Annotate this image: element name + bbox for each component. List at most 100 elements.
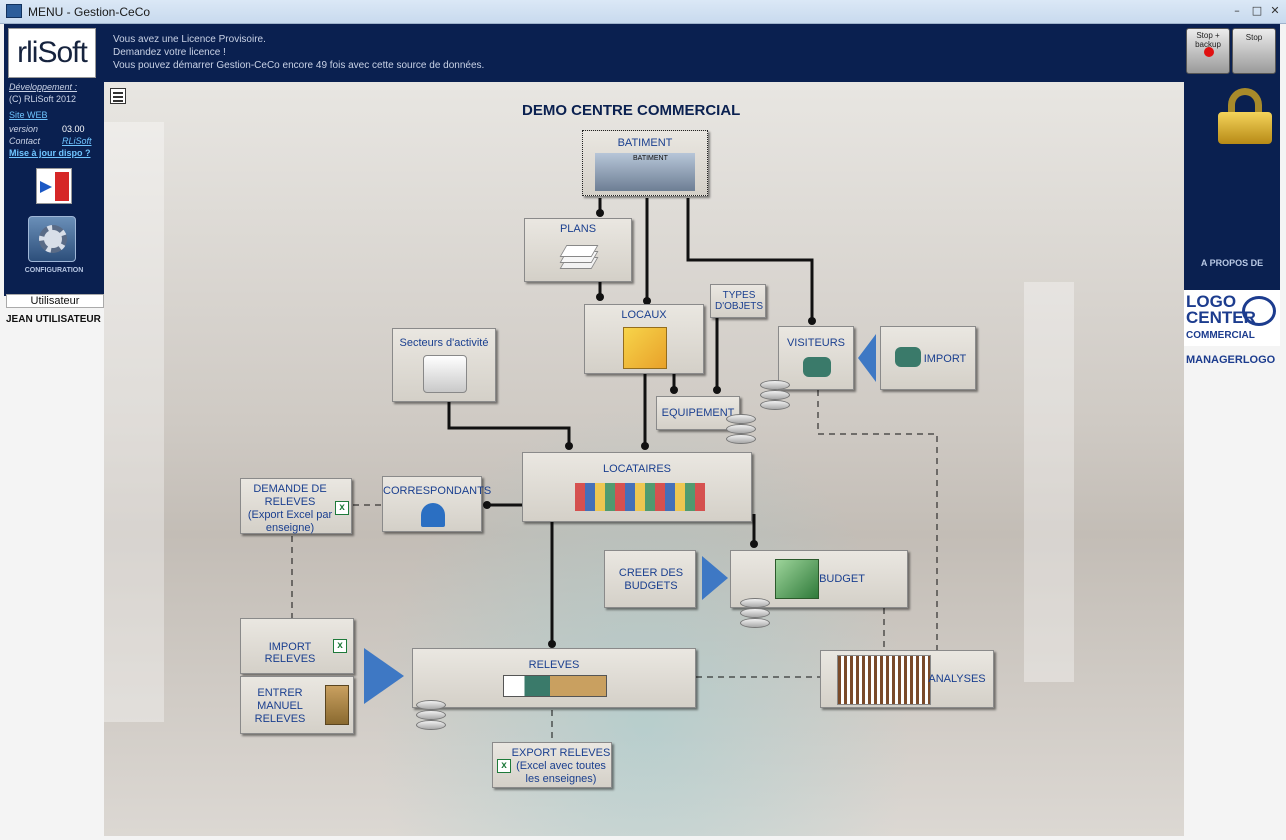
export-releves-button[interactable]: x EXPORT RELEVES (Excel avec toutes les … <box>492 742 612 788</box>
people-icon <box>895 347 921 367</box>
stop-dot-icon <box>1204 47 1214 57</box>
main-diagram: DEMO CENTRE COMMERCIAL <box>104 82 1184 836</box>
version-value: 03.00 <box>62 124 85 134</box>
configuration-icon[interactable] <box>28 216 76 262</box>
releves-label: RELEVES <box>528 659 580 671</box>
batiment-label: BATIMENT <box>617 137 673 149</box>
version-label: version <box>9 124 39 134</box>
user-name: JEAN UTILISATEUR <box>6 314 101 325</box>
dev-label: Développement : <box>9 82 78 92</box>
locaux-label: LOCAUX <box>621 309 667 321</box>
types-objets-label: TYPES D'OBJETS <box>714 290 764 312</box>
window-title: MENU - Gestion-CeCo <box>28 5 151 19</box>
locaux-button[interactable]: LOCAUX <box>584 304 704 374</box>
person-icon <box>421 503 445 527</box>
logo-ring <box>1242 296 1276 326</box>
stop-backup-label: Stop + backup <box>1195 31 1221 49</box>
analyses-button[interactable]: ANALYSES <box>820 650 994 708</box>
contact-label: Contact <box>9 136 41 146</box>
import-visiteurs-button[interactable]: IMPORT <box>880 326 976 390</box>
apropos-label[interactable]: A PROPOS DE <box>1200 258 1264 268</box>
correspondants-button[interactable]: CORRESPONDANTS <box>382 476 492 532</box>
license-line-2: Demandez votre licence ! <box>113 47 226 58</box>
app-icon <box>6 4 22 18</box>
import-releves-button[interactable]: IMPORT RELEVES x <box>240 618 354 674</box>
excel-icon: x <box>497 759 511 773</box>
license-banner: Vous avez une Licence Provisoire. Demand… <box>104 24 1184 82</box>
budget-label: BUDGET <box>819 573 865 585</box>
visiteurs-button[interactable]: VISITEURS <box>778 326 854 390</box>
releves-button[interactable]: RELEVES <box>412 648 696 708</box>
creer-budgets-label: CREER DES BUDGETS <box>618 567 684 592</box>
locataires-button[interactable]: LOCATAIRES <box>522 452 752 522</box>
database-icon <box>760 380 790 414</box>
plans-button[interactable]: PLANS <box>524 218 632 282</box>
left-sidebar: rliSoft Développement : (C) RLiSoft 2012… <box>4 24 104 836</box>
equipement-button[interactable]: EQUIPEMENT <box>656 396 740 430</box>
batiment-sign: BATIMENT <box>633 155 668 162</box>
database-icon <box>726 414 756 448</box>
stop-button[interactable]: Stop <box>1232 28 1276 74</box>
license-line-1: Vous avez une Licence Provisoire. <box>113 34 266 45</box>
exit-icon[interactable] <box>36 168 72 204</box>
excel-icon: x <box>335 501 349 515</box>
user-label: Utilisateur <box>6 294 104 308</box>
managerlogo-label[interactable]: MANAGERLOGO <box>1186 354 1276 366</box>
stop-backup-button[interactable]: Stop + backup <box>1186 28 1230 74</box>
import-releves-label: IMPORT RELEVES <box>264 641 316 665</box>
money-icon <box>775 559 819 599</box>
types-objets-button[interactable]: TYPES D'OBJETS <box>710 284 766 318</box>
menu-icon[interactable] <box>110 88 126 104</box>
database-icon <box>740 598 770 632</box>
equipement-label: EQUIPEMENT <box>661 407 735 419</box>
switches-icon <box>423 355 467 393</box>
plans-label: PLANS <box>559 223 597 235</box>
maximize-button[interactable]: □ <box>1251 4 1263 17</box>
export-releves-label: EXPORT RELEVES (Excel avec toutes les en… <box>511 747 611 785</box>
releves-icons <box>503 675 607 697</box>
visiteurs-label: VISITEURS <box>786 337 846 349</box>
page-title: DEMO CENTRE COMMERCIAL <box>522 102 741 119</box>
demande-releves-button[interactable]: DEMANDE DE RELEVES (Export Excel par ens… <box>240 478 352 534</box>
building-icon: BATIMENT <box>595 153 695 191</box>
update-link[interactable]: Mise à jour dispo ? <box>9 148 91 158</box>
entrer-manuel-button[interactable]: ENTRER MANUEL RELEVES <box>240 676 354 734</box>
connector-lines <box>291 198 938 742</box>
visiteurs-arrow-icon <box>858 334 876 382</box>
stop-label: Stop <box>1245 33 1263 42</box>
batiment-button[interactable]: BATIMENT BATIMENT <box>582 130 708 196</box>
logo-line-3: COMMERCIAL <box>1186 330 1255 341</box>
logo-line-1: LOGO <box>1186 292 1237 311</box>
title-bar: MENU - Gestion-CeCo – □ ✕ <box>0 0 1286 24</box>
secteurs-label: Secteurs d'activité <box>399 337 489 349</box>
logo-line-2: CENTER <box>1186 308 1256 327</box>
rlisoft-logo: rliSoft <box>8 28 96 78</box>
import-label: IMPORT <box>923 353 967 365</box>
chart-icon <box>837 655 931 705</box>
license-line-3: Vous pouvez démarrer Gestion-CeCo encore… <box>113 60 485 71</box>
background-pillar <box>104 122 164 722</box>
background-pillar <box>1024 282 1074 682</box>
contact-link[interactable]: RLiSoft <box>62 136 92 146</box>
releves-arrow-icon <box>364 648 404 704</box>
analyses-label: ANALYSES <box>928 673 986 685</box>
locataires-label: LOCATAIRES <box>602 463 672 475</box>
correspondants-label: CORRESPONDANTS <box>383 485 492 497</box>
stop-bar: Stop + backup Stop <box>1184 24 1280 82</box>
excel-icon: x <box>333 639 347 653</box>
configuration-label[interactable]: CONFIGURATION <box>24 267 84 274</box>
secteurs-button[interactable]: Secteurs d'activité <box>392 328 496 402</box>
site-web-link[interactable]: Site WEB <box>9 110 48 120</box>
right-panel: A PROPOS DE <box>1184 82 1280 290</box>
layers-icon <box>559 243 599 273</box>
copyright: (C) RLiSoft 2012 <box>9 94 77 104</box>
entrer-manuel-label: ENTRER MANUEL RELEVES <box>254 687 306 725</box>
minimize-button[interactable]: – <box>1234 4 1240 17</box>
creer-budgets-button[interactable]: CREER DES BUDGETS <box>604 550 696 608</box>
close-button[interactable]: ✕ <box>1270 4 1280 17</box>
manual-entry-icon <box>325 685 349 725</box>
padlock-icon[interactable] <box>1218 88 1272 144</box>
visitors-icon <box>803 357 831 377</box>
brands-logos-icon <box>575 483 705 511</box>
